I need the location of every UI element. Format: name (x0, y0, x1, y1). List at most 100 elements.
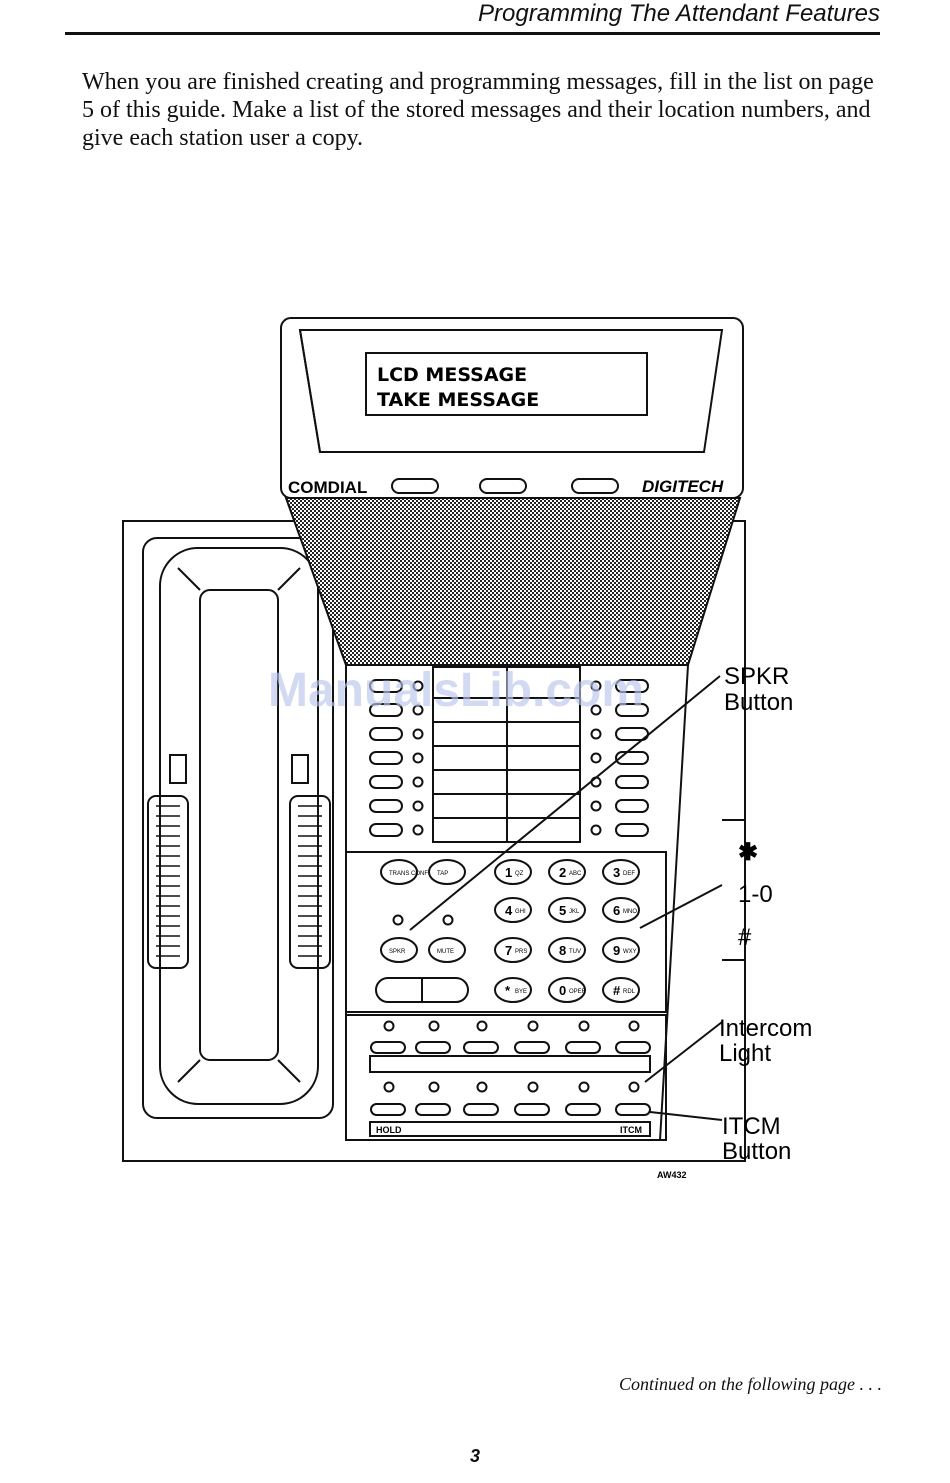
function-key: SPKR (380, 937, 418, 963)
line-led (628, 1081, 640, 1093)
status-led (412, 680, 424, 692)
page-header-title: Programming The Attendant Features (478, 0, 880, 27)
feature-button (615, 775, 649, 789)
feature-button (615, 703, 649, 717)
svg-text:3: 3 (613, 865, 620, 880)
svg-text:GHI: GHI (515, 909, 526, 915)
line-led (628, 1020, 640, 1032)
callout-intercom-1: Intercom (719, 1015, 812, 1042)
svg-text:TRANS CONF: TRANS CONF (389, 871, 428, 877)
feature-button (615, 751, 649, 765)
status-led (590, 824, 602, 836)
svg-text:#: # (613, 983, 621, 998)
left-speaker-grille (147, 795, 189, 969)
svg-text:TUV: TUV (569, 949, 581, 955)
line-led (383, 1081, 395, 1093)
feature-button (615, 679, 649, 693)
svg-text:RDL: RDL (623, 989, 636, 995)
right-speaker-grille (289, 795, 331, 969)
itcm-label: ITCM (620, 1125, 642, 1135)
brand-digitech: DIGITECH (642, 477, 724, 496)
dial-key: *BYE (494, 977, 532, 1003)
callout-itcm-2: Button (722, 1138, 791, 1165)
svg-text:8: 8 (559, 943, 566, 958)
status-led (590, 728, 602, 740)
line-led (383, 1020, 395, 1032)
svg-text:5: 5 (559, 903, 566, 918)
line-button (415, 1041, 451, 1054)
lcd-window (365, 352, 648, 416)
status-led (590, 680, 602, 692)
handset (159, 547, 319, 1105)
figure-id: AW432 (657, 1170, 687, 1180)
svg-text:SPKR: SPKR (389, 949, 406, 955)
callout-spkr-2: Button (724, 689, 793, 716)
dial-key: #RDL (602, 977, 640, 1003)
function-key: TAP (428, 859, 466, 885)
header-rule (65, 32, 880, 35)
line-button (514, 1103, 550, 1116)
line-button (615, 1103, 651, 1116)
status-led (412, 704, 424, 716)
feature-button (369, 823, 403, 837)
line-button (415, 1103, 451, 1116)
status-led (412, 776, 424, 788)
callout-star: ✱ (738, 839, 758, 866)
svg-text:TAP: TAP (437, 871, 448, 877)
line-button (565, 1103, 601, 1116)
svg-text:6: 6 (613, 903, 620, 918)
status-led (590, 800, 602, 812)
hold-label: HOLD (376, 1125, 402, 1135)
svg-text:PRS: PRS (515, 949, 527, 955)
svg-text:MUTE: MUTE (437, 949, 454, 955)
svg-text:QZ: QZ (515, 871, 524, 877)
speaker-mesh (284, 497, 742, 666)
svg-text:OPER: OPER (569, 989, 587, 995)
svg-text:WXY: WXY (623, 949, 637, 955)
line-button (565, 1041, 601, 1054)
lower-button-panel (345, 1014, 667, 1141)
feature-button (369, 727, 403, 741)
feature-button (615, 799, 649, 813)
watermark: ManualsLib.com (268, 664, 644, 717)
intro-paragraph: When you are finished creating and progr… (82, 69, 874, 151)
callout-itcm-1: ITCM (722, 1113, 781, 1140)
feature-button (369, 703, 403, 717)
feature-button (369, 799, 403, 813)
line-led (527, 1081, 539, 1093)
handset-cradle (142, 537, 334, 1119)
lcd-line-1: LCD MESSAGE (377, 364, 527, 386)
status-led (590, 752, 602, 764)
callout-intercom-2: Light (719, 1040, 771, 1067)
status-led (412, 824, 424, 836)
line-button (615, 1041, 651, 1054)
svg-text:2: 2 (559, 865, 566, 880)
line-button (370, 1041, 406, 1054)
status-led (412, 752, 424, 764)
mute-led (442, 914, 454, 926)
function-key: MUTE (428, 937, 466, 963)
line-button (514, 1041, 550, 1054)
svg-text:1: 1 (505, 865, 512, 880)
svg-text:9: 9 (613, 943, 620, 958)
line-led (428, 1020, 440, 1032)
svg-text:4: 4 (505, 903, 513, 918)
line-led (578, 1020, 590, 1032)
svg-text:*: * (505, 983, 511, 998)
svg-text:0: 0 (559, 983, 566, 998)
line-led (476, 1081, 488, 1093)
lcd-line-2: TAKE MESSAGE (377, 389, 539, 411)
svg-text:JKL: JKL (569, 909, 580, 915)
status-led (412, 728, 424, 740)
feature-button (369, 775, 403, 789)
